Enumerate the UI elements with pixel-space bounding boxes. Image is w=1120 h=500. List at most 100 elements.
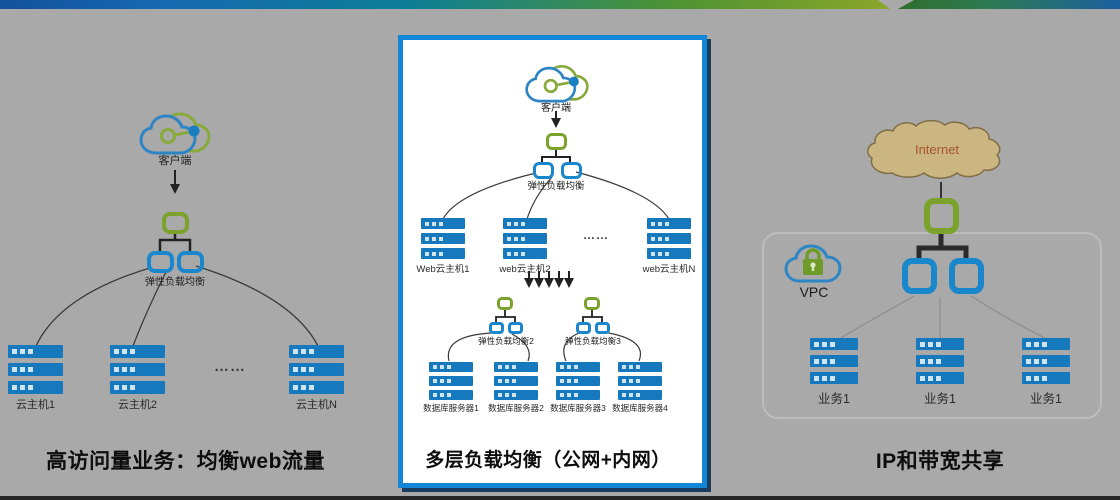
stack-label: 业务1	[1030, 392, 1062, 406]
vpc-label: VPC	[799, 284, 829, 300]
load-balancer-node-icon	[489, 322, 504, 334]
server-bar	[618, 362, 662, 372]
internet-cloud-icon: Internet	[867, 119, 1001, 179]
server-stack: 云主机N	[289, 345, 344, 411]
vpc-lock-cloud-icon	[784, 244, 842, 283]
load-balancer-node-icon	[508, 322, 523, 334]
server-bar	[429, 390, 473, 400]
server-bar	[647, 248, 691, 259]
server-bar	[110, 381, 165, 394]
internet-label: Internet	[915, 142, 959, 157]
load-balancer-node-icon	[497, 297, 513, 310]
stack-label: 数据库服务器3	[550, 403, 606, 413]
server-stack: 云主机2	[110, 345, 165, 411]
elb-label: 弹性负载均衡	[527, 181, 585, 192]
top-ribbon-left	[0, 0, 890, 9]
server-bar	[421, 248, 465, 259]
server-bar	[810, 372, 858, 384]
middle-panel-title: 多层负载均衡（公网+内网）	[425, 450, 671, 471]
server-stack: 业务1	[1022, 338, 1070, 406]
stack-label: 数据库服务器4	[612, 403, 668, 413]
server-bar	[618, 376, 662, 386]
server-bar	[289, 381, 344, 394]
load-balancer-node-icon	[595, 322, 610, 334]
left-panel-title: 高访问量业务：均衡web流量	[46, 450, 325, 473]
server-bar	[556, 362, 600, 372]
server-stack: 数据库服务器4	[612, 362, 668, 413]
load-balancer-node-icon	[533, 162, 554, 179]
server-bar	[429, 362, 473, 372]
stack-label: 云主机2	[117, 399, 158, 411]
server-bar	[494, 362, 538, 372]
server-stack: 云主机1	[8, 345, 63, 411]
elb2-label: 弹性负载均衡2	[478, 336, 534, 346]
server-bar	[8, 363, 63, 376]
right-panel-title: IP和带宽共享	[875, 450, 1005, 473]
stack-label: 云主机1	[15, 399, 56, 411]
server-bar	[494, 376, 538, 386]
server-bar	[647, 233, 691, 244]
server-stack: 数据库服务器3	[550, 362, 606, 413]
stack-label: Web云主机1	[416, 264, 470, 275]
load-balancer-node-icon	[546, 133, 567, 150]
client-cloud-icon	[139, 112, 211, 155]
client-label: 客户端	[158, 155, 192, 167]
server-bar	[647, 218, 691, 229]
client-label: 客户端	[541, 103, 571, 114]
client-cloud-icon	[525, 64, 589, 103]
stack-label: 业务1	[818, 392, 850, 406]
load-balancer-node-icon	[177, 251, 204, 273]
server-stack: 数据库服务器2	[488, 362, 544, 413]
server-bar	[494, 390, 538, 400]
server-bar	[556, 390, 600, 400]
server-stack: Web云主机1	[416, 218, 470, 275]
server-bar	[421, 233, 465, 244]
server-stack: 业务1	[916, 338, 964, 406]
server-stack: 数据库服务器1	[423, 362, 479, 413]
server-bar	[916, 338, 964, 350]
server-bar	[503, 233, 547, 244]
server-bar	[916, 355, 964, 367]
stack-label: 数据库服务器1	[423, 403, 479, 413]
server-stack: web云主机2	[499, 218, 551, 275]
server-bar	[110, 345, 165, 358]
stack-label: web云主机N	[642, 264, 696, 275]
load-balancer-node-icon	[949, 258, 984, 294]
server-bar	[429, 376, 473, 386]
stack-label: 业务1	[924, 392, 956, 406]
elb3-label: 弹性负载均衡3	[565, 336, 621, 346]
server-bar	[916, 372, 964, 384]
load-balancer-node-icon	[584, 297, 600, 310]
ellipsis: ……	[214, 358, 246, 375]
server-bar	[289, 363, 344, 376]
load-balancer-node-icon	[147, 251, 174, 273]
server-stack: web云主机N	[643, 218, 695, 275]
load-balancer-node-icon	[576, 322, 591, 334]
load-balancer-node-icon	[162, 212, 189, 234]
server-bar	[1022, 372, 1070, 384]
server-bar	[8, 345, 63, 358]
highlight-card	[398, 35, 707, 488]
load-balancer-node-icon	[902, 258, 937, 294]
load-balancer-node-icon	[561, 162, 582, 179]
server-bar	[503, 248, 547, 259]
elb-label: 弹性负载均衡	[145, 277, 205, 288]
stack-label: web云主机2	[499, 264, 551, 275]
server-bar	[810, 355, 858, 367]
server-bar	[618, 390, 662, 400]
top-ribbon-right	[898, 0, 1120, 9]
server-bar	[8, 381, 63, 394]
server-stack: 业务1	[810, 338, 858, 406]
load-balancer-node-icon	[924, 198, 959, 234]
bottom-strip	[0, 496, 1120, 500]
server-bar	[421, 218, 465, 229]
server-bar	[1022, 338, 1070, 350]
server-bar	[810, 338, 858, 350]
stack-label: 云主机N	[296, 399, 337, 411]
server-bar	[556, 376, 600, 386]
server-bar	[289, 345, 344, 358]
server-bar	[503, 218, 547, 229]
ellipsis: ……	[583, 228, 609, 242]
stack-label: 数据库服务器2	[488, 403, 544, 413]
